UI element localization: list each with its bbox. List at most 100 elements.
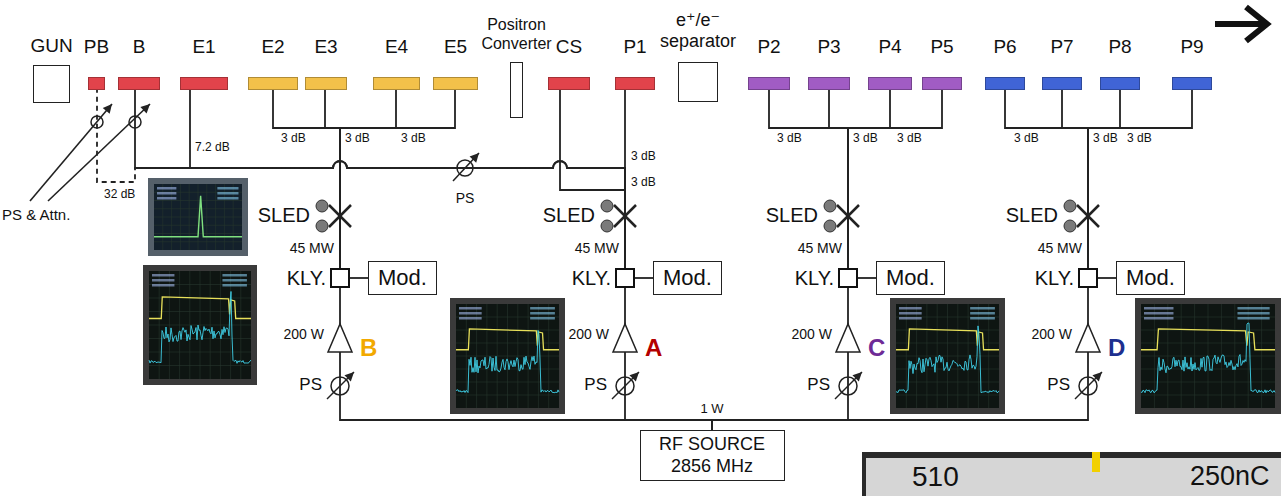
scope-readout-bar [222, 274, 246, 277]
scope-readout: 510 [912, 461, 959, 493]
scope-readout-bar [157, 187, 176, 190]
amplifier-symbol [836, 324, 860, 352]
modulator: Mod. [876, 261, 945, 295]
waveguide [848, 90, 890, 268]
modulator-link [858, 277, 876, 279]
scope-trace [154, 196, 242, 237]
adjust-arrow [453, 153, 479, 181]
modulator-label: Mod. [663, 265, 712, 291]
sled-label: SLED [766, 204, 818, 227]
scope-readout-bar [222, 279, 246, 282]
scope-grid [456, 395, 559, 396]
sled-cross [329, 205, 351, 227]
sled-cavity [1064, 220, 1076, 232]
scope-grid [149, 325, 251, 326]
coupling-label: 3 dB [897, 132, 922, 146]
section-label: E2 [261, 36, 284, 58]
section-label: E1 [192, 36, 215, 58]
accelerating-section: P1 [615, 77, 655, 90]
scope-grid [154, 208, 242, 209]
phase-shifter-label: PS [1047, 375, 1070, 395]
accelerating-section: P6 [985, 77, 1025, 90]
phase-shifter-label: PS [584, 375, 607, 395]
power-label: 1 W [700, 402, 723, 417]
scope-readout-bar [157, 192, 176, 195]
sled-label: SLED [1006, 204, 1058, 227]
phase-shifter-label: PS [456, 190, 475, 206]
scope-grid [1141, 369, 1275, 370]
sled-label: SLED [258, 204, 310, 227]
phase-shifter-label: PS & Attn. [2, 206, 70, 223]
scope-grid [154, 241, 242, 242]
arrow-head [1246, 7, 1267, 41]
accelerating-section: E4 [373, 77, 420, 90]
section-label: P8 [1108, 36, 1131, 58]
scope-readout-bar [1237, 317, 1269, 320]
klystron-label: KLY. [795, 267, 834, 290]
scope-trace [149, 291, 251, 363]
rf-drive-line [712, 288, 848, 430]
scope-readout-bar [899, 317, 922, 320]
scope-readout-bar [152, 274, 174, 277]
waveguide [848, 90, 942, 268]
coupling-label: 3 dB [631, 150, 656, 164]
waveguide [769, 90, 848, 268]
modulator-label: Mod. [378, 265, 427, 291]
scope-readout-bar [222, 284, 246, 287]
waveguide [1088, 90, 1120, 268]
klystron-label: KLY. [287, 267, 326, 290]
scope-bezel [148, 178, 248, 256]
scope-readout-bar [217, 197, 238, 200]
accelerating-section: E1 [180, 77, 228, 90]
rf-chain-symbols [316, 200, 354, 399]
sled-cavity [601, 200, 613, 212]
scope-trace [1141, 323, 1275, 393]
oscilloscope-photo [450, 298, 565, 414]
waveguide [190, 90, 625, 268]
scope-readout-bar [152, 279, 174, 282]
amplifier-symbol [1076, 324, 1100, 352]
scope-readout-bar [970, 307, 995, 310]
adjust-arrow [835, 372, 862, 399]
accelerating-section: P2 [748, 77, 790, 90]
component-label: GUN [17, 35, 87, 58]
scope-readout-bar [152, 284, 174, 287]
klystron-letter: A [645, 334, 662, 362]
rf-chain-symbols [824, 200, 862, 399]
sled-cavity [601, 220, 613, 232]
phase-shifter-label: PS [299, 375, 322, 395]
scope-readout-bar [1237, 307, 1269, 310]
adjust-arrow [1075, 372, 1102, 399]
modulator-link [350, 277, 368, 279]
coupling-label: 3 dB [631, 176, 656, 190]
rf-chain-symbols [601, 200, 639, 399]
sled-cavity [824, 220, 836, 232]
oscilloscope-photo [890, 298, 1005, 414]
scope-screen [149, 271, 251, 379]
arrow-head [140, 104, 150, 113]
amplifier-symbol [328, 324, 352, 352]
charge-separator: e⁺/e⁻ separator [678, 62, 718, 102]
klystron: KLY. [330, 268, 350, 288]
amplifier-power-label: 200 W [1032, 326, 1072, 342]
scope-bezel [450, 298, 565, 414]
coupling-label: 3 dB [1014, 132, 1039, 146]
coupling-label: 3 dB [401, 132, 426, 146]
monitor-screen [866, 458, 1281, 496]
scope-trace [456, 329, 559, 350]
power-label: 45 MW [575, 240, 619, 256]
section-label: PB [84, 36, 109, 58]
amplifier-symbol [613, 324, 637, 352]
rf-drive-line [712, 288, 1088, 430]
scope-readout-bar [459, 312, 482, 315]
coupling-label: 3 dB [345, 132, 370, 146]
coupling-label: 3 dB [1127, 132, 1152, 146]
scope-readout: 250nC [1190, 461, 1270, 492]
waveguide [1005, 90, 1088, 268]
arrow-head [1092, 372, 1102, 382]
waveguide [273, 90, 340, 268]
modulator-label: Mod. [886, 265, 935, 291]
monitor-marker [1092, 452, 1100, 472]
accelerating-section: P8 [1100, 77, 1140, 90]
modulator-label: Mod. [1126, 265, 1175, 291]
